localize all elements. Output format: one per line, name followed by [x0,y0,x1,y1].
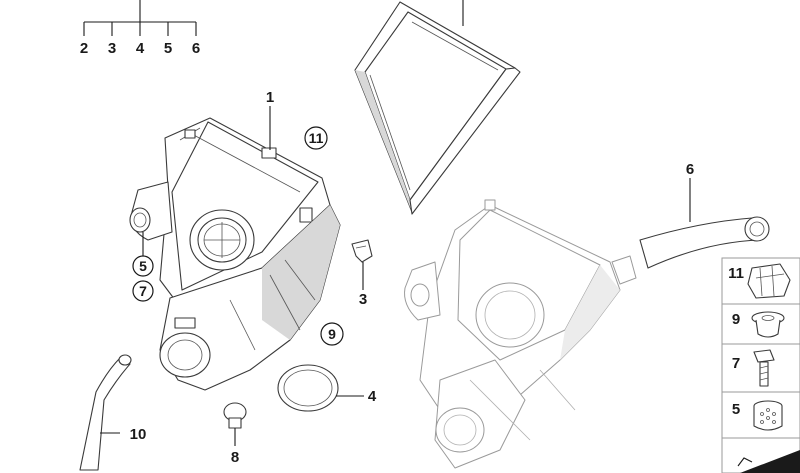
legend-bolt-icon [753,349,775,387]
small-parts-legend: 11 9 7 5 [721,257,800,473]
group-number: 3 [108,40,116,57]
rubber-mount: 8 [223,402,247,466]
callout-1: 1 [266,89,274,106]
vent-hose: 10 [79,354,147,471]
air-cleaner-assembly-view [404,199,637,469]
callout-6: 6 [686,161,694,178]
group-number: 5 [164,40,172,57]
callout-5: 5 [139,258,147,274]
callout-7-circle: 7 [132,280,154,302]
legend-label: 5 [732,401,740,418]
legend-label: 11 [728,265,744,282]
callout-11-circle: 11 [304,126,328,150]
callout-11: 11 [309,130,324,146]
group-number: 4 [136,40,145,57]
legend-clip-icon [747,263,791,299]
group-bracket: 2 3 4 5 6 [80,0,200,57]
legend-grommet-icon [751,311,785,338]
callout-9-circle: 9 [320,322,344,346]
callout-3: 3 [359,291,367,308]
seal-ring: 4 [277,364,377,412]
legend-label: 9 [732,311,740,328]
callout-8: 8 [231,449,239,466]
callout-7: 7 [139,283,147,299]
clip: 3 [351,239,373,308]
legend-mount-icon [753,400,783,431]
callout-9: 9 [328,326,336,342]
air-cleaner-housing [129,117,341,391]
callout-10: 10 [130,426,147,443]
group-number: 6 [192,40,200,57]
legend-label: 7 [732,355,740,372]
callout-1-group: 1 [266,89,274,150]
air-filter-element [354,0,521,215]
intake-hose: 6 [639,161,770,269]
callout-5-circle: 5 [132,232,154,277]
group-number: 2 [80,40,88,57]
callout-4: 4 [368,388,377,405]
